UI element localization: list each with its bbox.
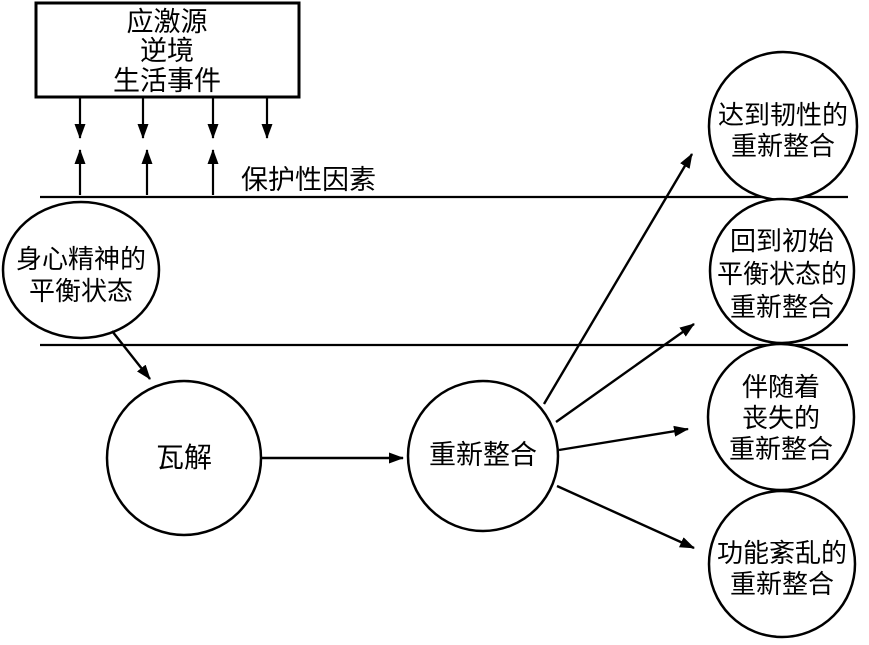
- reintegration-node: [406, 379, 560, 533]
- homeostasis-line-2: 平衡状态: [29, 277, 133, 307]
- reintegration-to-dysfunctional-arrow: [556, 484, 695, 550]
- reintegration-with-loss-line-3: 重新整合: [729, 435, 833, 465]
- stressor-box-line-3: 生活事件: [113, 66, 221, 97]
- dysfunctional-reintegration-line-1: 功能紊乱的: [717, 539, 847, 569]
- homeostasis-node: [1, 200, 161, 340]
- return-to-homeostasis-line-2: 平衡状态的: [717, 260, 847, 290]
- dysfunctional-reintegration-line-2: 重新整合: [730, 570, 834, 600]
- resilient-reintegration-line-1: 达到韧性的: [718, 101, 848, 131]
- reintegration-label: 重新整合: [429, 440, 537, 471]
- reintegration-to-resilient-arrow: [542, 153, 694, 405]
- stressor-box-line-2: 逆境: [140, 36, 194, 67]
- reintegration-to-return-arrow: [555, 323, 695, 423]
- reintegration-with-loss-line-2: 丧失的: [742, 404, 820, 434]
- stressor-box-line-1: 应激源: [127, 7, 208, 38]
- homeostasis-to-disruption-arrow: [111, 330, 151, 380]
- protective-factors-label: 保护性因素: [241, 165, 376, 196]
- return-to-homeostasis-line-3: 重新整合: [730, 293, 834, 323]
- disruption-label: 瓦解: [156, 441, 212, 474]
- return-to-homeostasis-line-1: 回到初始: [730, 227, 834, 257]
- dysfunctional-reintegration-node: [707, 489, 857, 639]
- resilient-reintegration-line-2: 重新整合: [731, 132, 835, 162]
- homeostasis-line-1: 身心精神的: [16, 245, 146, 275]
- stressor-box: [34, 1, 301, 99]
- reintegration-to-loss-arrow: [558, 425, 689, 452]
- reintegration-with-loss-line-1: 伴随着: [742, 373, 820, 403]
